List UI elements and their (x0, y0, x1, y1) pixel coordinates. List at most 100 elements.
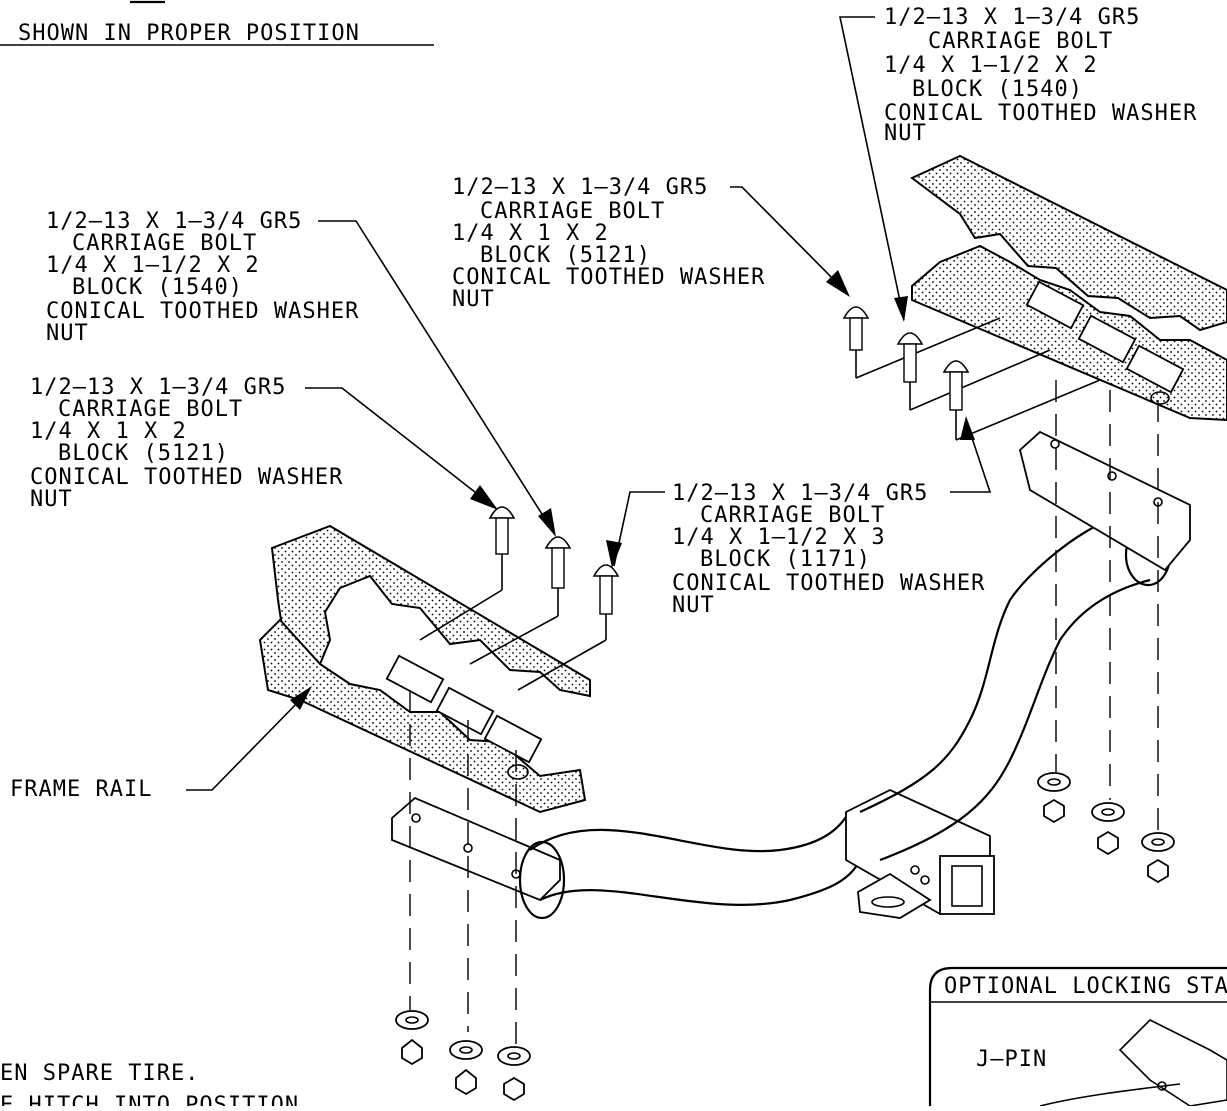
nut (455, 1068, 477, 1096)
right-carriage-bolt-2 (896, 332, 1051, 411)
callout-left-lower-line1: 1/2–13 X 1–3/4 GR5 (30, 375, 286, 400)
callout-left-upper-line1: 1/2–13 X 1–3/4 GR5 (46, 209, 302, 234)
callout-top-right-line2: CARRIAGE BOLT (928, 29, 1113, 54)
nut (1043, 798, 1065, 824)
stabilizer-sketch (1118, 1019, 1227, 1107)
callout-left-upper-line6: NUT (46, 321, 89, 346)
callout-top-right-line1: 1/2–13 X 1–3/4 GR5 (884, 5, 1140, 30)
callout-center-top-line2: CARRIAGE BOLT (480, 199, 665, 224)
callout-left-lower-line2: CARRIAGE BOLT (58, 397, 243, 422)
callout-top-right: 1/2–13 X 1–3/4 GR5 CARRIAGE BOLT 1/4 X 1… (839, 5, 1197, 322)
conical-washer (497, 1046, 531, 1066)
left-carriage-bolt-2 (469, 536, 572, 665)
callout-center-top-line5: CONICAL TOOTHED WASHER (452, 265, 765, 290)
right-rail-top-flange (910, 154, 1227, 332)
cross-tube-top-edge (529, 809, 851, 853)
left-hardware-stack (395, 690, 531, 1102)
callout-center-mid-line5: CONICAL TOOTHED WASHER (672, 571, 985, 596)
note-hitch-position: E HITCH INTO POSITION (0, 1093, 299, 1106)
callout-center-mid-line2: CARRIAGE BOLT (700, 503, 885, 528)
callout-center-mid-line6: NUT (672, 593, 715, 618)
right-block-2 (1077, 314, 1137, 364)
right-carriage-bolt-3 (942, 360, 1101, 441)
conical-washer (449, 1040, 483, 1060)
conical-washer (1091, 802, 1125, 822)
frame-rail-arrowhead (290, 686, 312, 710)
right-carriage-bolt-1 (842, 306, 1001, 379)
conical-washer (1037, 772, 1071, 792)
nut (1097, 830, 1119, 856)
j-pin-sketch (1039, 1083, 1181, 1107)
right-block-1 (1025, 280, 1085, 330)
callout-center-mid-line3: 1/4 X 1–1/2 X 3 (672, 525, 886, 550)
leader-line-2 (950, 431, 992, 493)
callout-center-top-line6: NUT (452, 287, 495, 312)
cross-tube-riser-top (859, 518, 1111, 814)
callout-top-right-line4: BLOCK (1540) (912, 77, 1083, 102)
left-block-1 (385, 654, 445, 704)
left-carriage-bolt-1 (419, 506, 516, 641)
callout-center-mid-line4: BLOCK (1171) (700, 547, 871, 572)
safety-chain-plate (857, 872, 932, 919)
note-spare-tire: EN SPARE TIRE. (0, 1061, 199, 1086)
left-mounting-bracket (391, 796, 561, 902)
callout-center-top: 1/2–13 X 1–3/4 GR5 CARRIAGE BOLT 1/4 X 1… (452, 175, 850, 312)
right-hardware-stack (1037, 380, 1175, 884)
right-frame-rail (910, 154, 1227, 422)
callout-center-top-line4: BLOCK (5121) (480, 243, 651, 268)
cross-tube-end (518, 840, 566, 920)
cross-tube-bottom-edge (539, 859, 861, 906)
right-rail-hole (1150, 391, 1170, 405)
j-pin-label: J–PIN (976, 1047, 1047, 1072)
left-block-3 (483, 714, 543, 764)
callout-top-right-line3: 1/4 X 1–1/2 X 2 (884, 53, 1098, 78)
callout-left-lower-line3: 1/4 X 1 X 2 (30, 419, 187, 444)
left-frame-rail (258, 524, 591, 814)
callout-top-right-line6: NUT (884, 121, 927, 146)
callout-left-lower: 1/2–13 X 1–3/4 GR5 CARRIAGE BOLT 1/4 X 1… (30, 375, 498, 512)
callout-left-lower-line6: NUT (30, 487, 73, 512)
nut (503, 1076, 525, 1102)
optional-box-title: OPTIONAL LOCKING STAB (944, 974, 1227, 999)
callout-center-top-line3: 1/4 X 1 X 2 (452, 221, 609, 246)
right-block-3 (1125, 344, 1185, 394)
frame-rail-label: FRAME RAIL (10, 777, 152, 802)
callout-top-right-line5: CONICAL TOOTHED WASHER (884, 101, 1197, 126)
callout-left-lower-line4: BLOCK (5121) (58, 441, 229, 466)
left-carriage-bolt-3 (517, 564, 620, 691)
leader-arrowhead (826, 270, 850, 297)
leader-line (613, 491, 665, 567)
callout-left-upper-line3: 1/4 X 1–1/2 X 2 (46, 253, 260, 278)
conical-washer (1141, 832, 1175, 852)
callout-left-lower-line5: CONICAL TOOTHED WASHER (30, 465, 343, 490)
callout-center-mid: 1/2–13 X 1–3/4 GR5 CARRIAGE BOLT 1/4 X 1… (606, 416, 992, 618)
leader-arrowhead (470, 485, 498, 510)
leader-line (730, 186, 847, 293)
leader-line (318, 220, 555, 534)
callout-left-upper-line2: CARRIAGE BOLT (72, 231, 257, 256)
leader-arrowhead (894, 296, 908, 322)
callout-left-upper: 1/2–13 X 1–3/4 GR5 CARRIAGE BOLT 1/4 X 1… (46, 209, 556, 537)
nut (1147, 858, 1169, 884)
cross-tube-riser-bottom (879, 578, 1151, 862)
nut (401, 1038, 423, 1066)
callout-left-upper-line4: BLOCK (1540) (72, 275, 243, 300)
callout-center-mid-line1: 1/2–13 X 1–3/4 GR5 (672, 481, 928, 506)
optional-box-border (928, 966, 1227, 1106)
callout-left-upper-line5: CONICAL TOOTHED WASHER (46, 299, 359, 324)
left-rail-hole (507, 764, 529, 780)
leader-arrowhead (538, 508, 556, 537)
leader-arrowhead (606, 540, 622, 568)
left-rail-bottom-flange (258, 618, 587, 814)
optional-locking-stabilizer-box: OPTIONAL LOCKING STAB J–PIN (928, 966, 1227, 1107)
hitch-receiver-assembly (391, 430, 1191, 920)
conical-washer (395, 1010, 429, 1030)
shown-in-proper-position-label: SHOWN IN PROPER POSITION (18, 21, 360, 46)
right-mounting-bracket (1018, 430, 1191, 572)
left-block-2 (435, 686, 495, 736)
leader-line (839, 16, 905, 321)
leader-line (305, 387, 495, 508)
leader-arrowhead-2 (960, 416, 975, 440)
